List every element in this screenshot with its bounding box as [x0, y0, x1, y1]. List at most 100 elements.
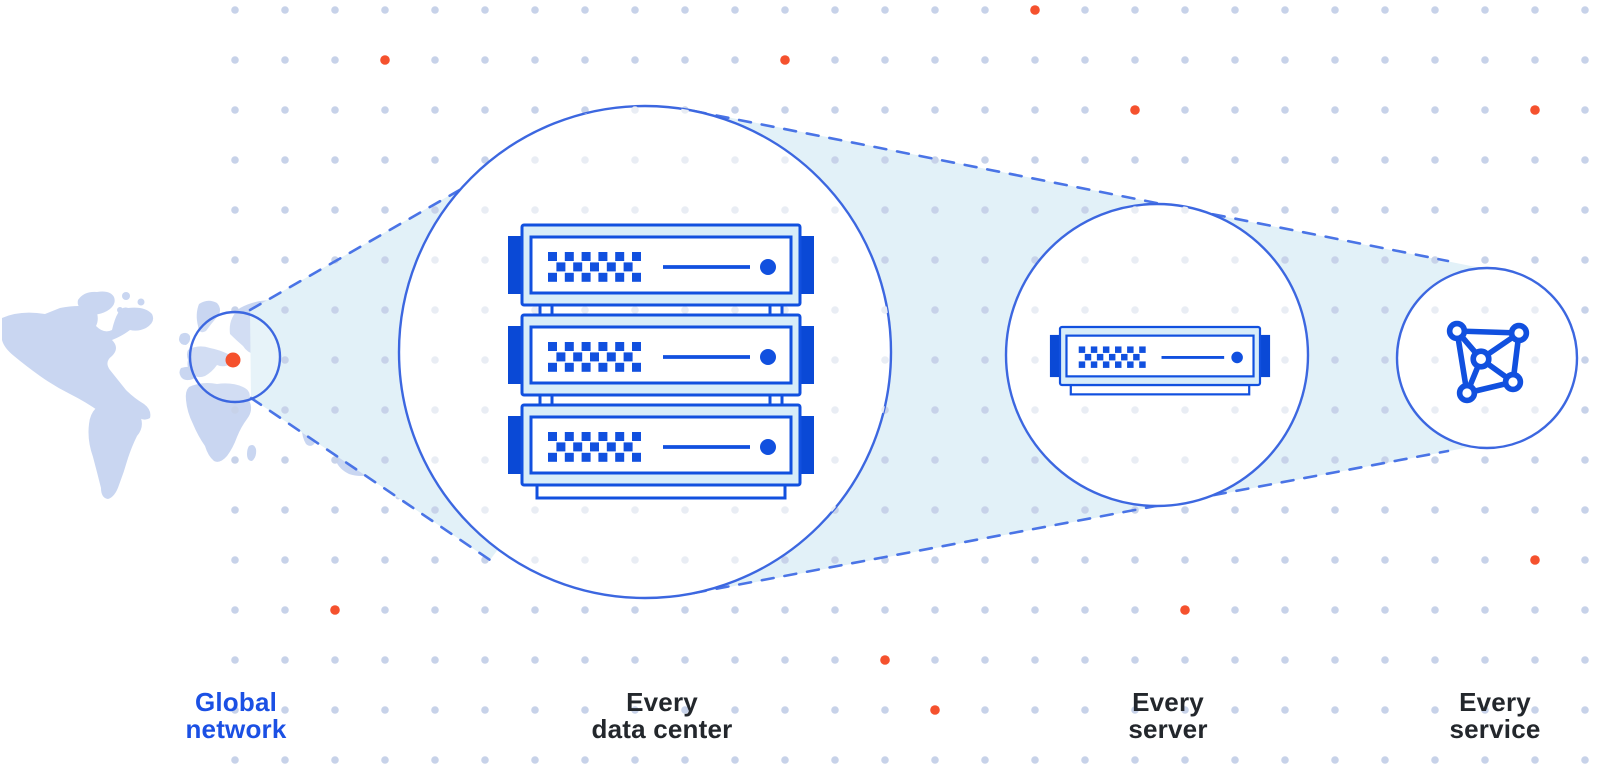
- grid-dot: [1281, 56, 1289, 64]
- grid-dot: [1581, 56, 1589, 64]
- grid-dot: [1181, 156, 1189, 164]
- grid-dot: [1481, 56, 1489, 64]
- grid-dot: [1331, 456, 1339, 464]
- faded-grid-dot: [1231, 256, 1239, 264]
- zoom-guides: [248, 109, 1450, 595]
- server-face: [529, 325, 793, 385]
- grid-dot: [1281, 456, 1289, 464]
- faded-grid-dot: [1231, 406, 1239, 414]
- grid-dot: [231, 56, 239, 64]
- server-led-pixel: [1115, 346, 1122, 353]
- server-led-pixel: [615, 342, 625, 351]
- grid-dot: [1531, 56, 1539, 64]
- grid-dot: [631, 6, 639, 14]
- grid-dot: [1531, 206, 1539, 214]
- grid-dot: [631, 56, 639, 64]
- grid-dot: [1481, 456, 1489, 464]
- grid-dot: [1081, 506, 1089, 514]
- grid-dot: [281, 56, 289, 64]
- grid-dot: [631, 756, 639, 764]
- faded-grid-dot: [581, 206, 589, 214]
- grid-dot: [731, 656, 739, 664]
- grid-dot: [1431, 456, 1439, 464]
- server-led-pixel: [623, 352, 633, 362]
- grid-dot: [931, 756, 939, 764]
- grid-dot: [1581, 356, 1589, 364]
- grid-dot: [281, 756, 289, 764]
- grid-dot: [1331, 556, 1339, 564]
- server-led-pixel: [623, 262, 633, 272]
- grid-dot: [281, 406, 289, 414]
- grid-dot: [531, 106, 539, 114]
- island: [117, 307, 123, 313]
- grid-dot: [331, 406, 339, 414]
- grid-dot: [581, 656, 589, 664]
- server-led-pixel: [1102, 361, 1110, 368]
- grid-dot: [1281, 556, 1289, 564]
- continent-greenland: [77, 291, 115, 315]
- server-led-pixel: [548, 252, 557, 261]
- grid-dot: [731, 706, 739, 714]
- grid-dot: [331, 106, 339, 114]
- faded-grid-dot: [1081, 306, 1089, 314]
- faded-grid-dot: [631, 506, 639, 514]
- grid-dot: [831, 56, 839, 64]
- grid-dot: [1331, 106, 1339, 114]
- server-led-pixel: [548, 362, 557, 372]
- faded-grid-dot: [1031, 306, 1039, 314]
- grid-dot: [1031, 706, 1039, 714]
- grid-dot: [781, 756, 789, 764]
- server-knob: [760, 259, 776, 275]
- faded-grid-dot: [631, 106, 639, 114]
- grid-dot: [1531, 656, 1539, 664]
- faded-grid-dot: [1531, 406, 1539, 414]
- server-face: [529, 415, 793, 475]
- grid-dot: [381, 456, 389, 464]
- grid-dot: [1431, 506, 1439, 514]
- grid-dot: [1031, 456, 1039, 464]
- grid-dot: [1581, 706, 1589, 714]
- server-led-pixel: [1084, 353, 1092, 361]
- faded-grid-dot: [481, 306, 489, 314]
- grid-dot: [231, 156, 239, 164]
- grid-dot: [981, 256, 989, 264]
- grid-dot: [1581, 606, 1589, 614]
- grid-dot: [1581, 206, 1589, 214]
- grid-dot: [1031, 606, 1039, 614]
- grid-dot: [1231, 606, 1239, 614]
- grid-dot: [381, 356, 389, 364]
- grid-dot: [331, 756, 339, 764]
- server-led-pixel: [1090, 346, 1098, 353]
- grid-dot: [1031, 156, 1039, 164]
- server-led-pixel: [615, 252, 625, 261]
- server-led-pixel: [573, 262, 583, 272]
- grid-dot: [231, 6, 239, 14]
- grid-dot: [1131, 6, 1139, 14]
- grid-dot: [431, 6, 439, 14]
- grid-dot: [431, 656, 439, 664]
- server-led-pixel: [581, 252, 591, 261]
- faded-grid-dot: [1281, 356, 1289, 364]
- grid-dot: [231, 706, 239, 714]
- server-led-pixel: [606, 352, 616, 362]
- faded-grid-dot: [1131, 406, 1139, 414]
- grid-dot: [231, 556, 239, 564]
- grid-dot: [1331, 506, 1339, 514]
- grid-dot: [431, 706, 439, 714]
- server-led-pixel: [1139, 361, 1146, 368]
- grid-dot: [281, 6, 289, 14]
- server-led-pixel: [598, 252, 608, 261]
- server-led-pixel: [564, 342, 574, 351]
- grid-dot: [1431, 6, 1439, 14]
- grid-dot: [1231, 156, 1239, 164]
- grid-dot: [1231, 556, 1239, 564]
- region-europe: [187, 346, 232, 378]
- grid-dot: [931, 506, 939, 514]
- grid-dot: [1181, 106, 1189, 114]
- grid-dot: [331, 306, 339, 314]
- grid-dot: [1581, 556, 1589, 564]
- faded-grid-dot: [581, 306, 589, 314]
- server-led-pixel: [590, 352, 599, 362]
- grid-dot: [1181, 556, 1189, 564]
- grid-dot: [1331, 156, 1339, 164]
